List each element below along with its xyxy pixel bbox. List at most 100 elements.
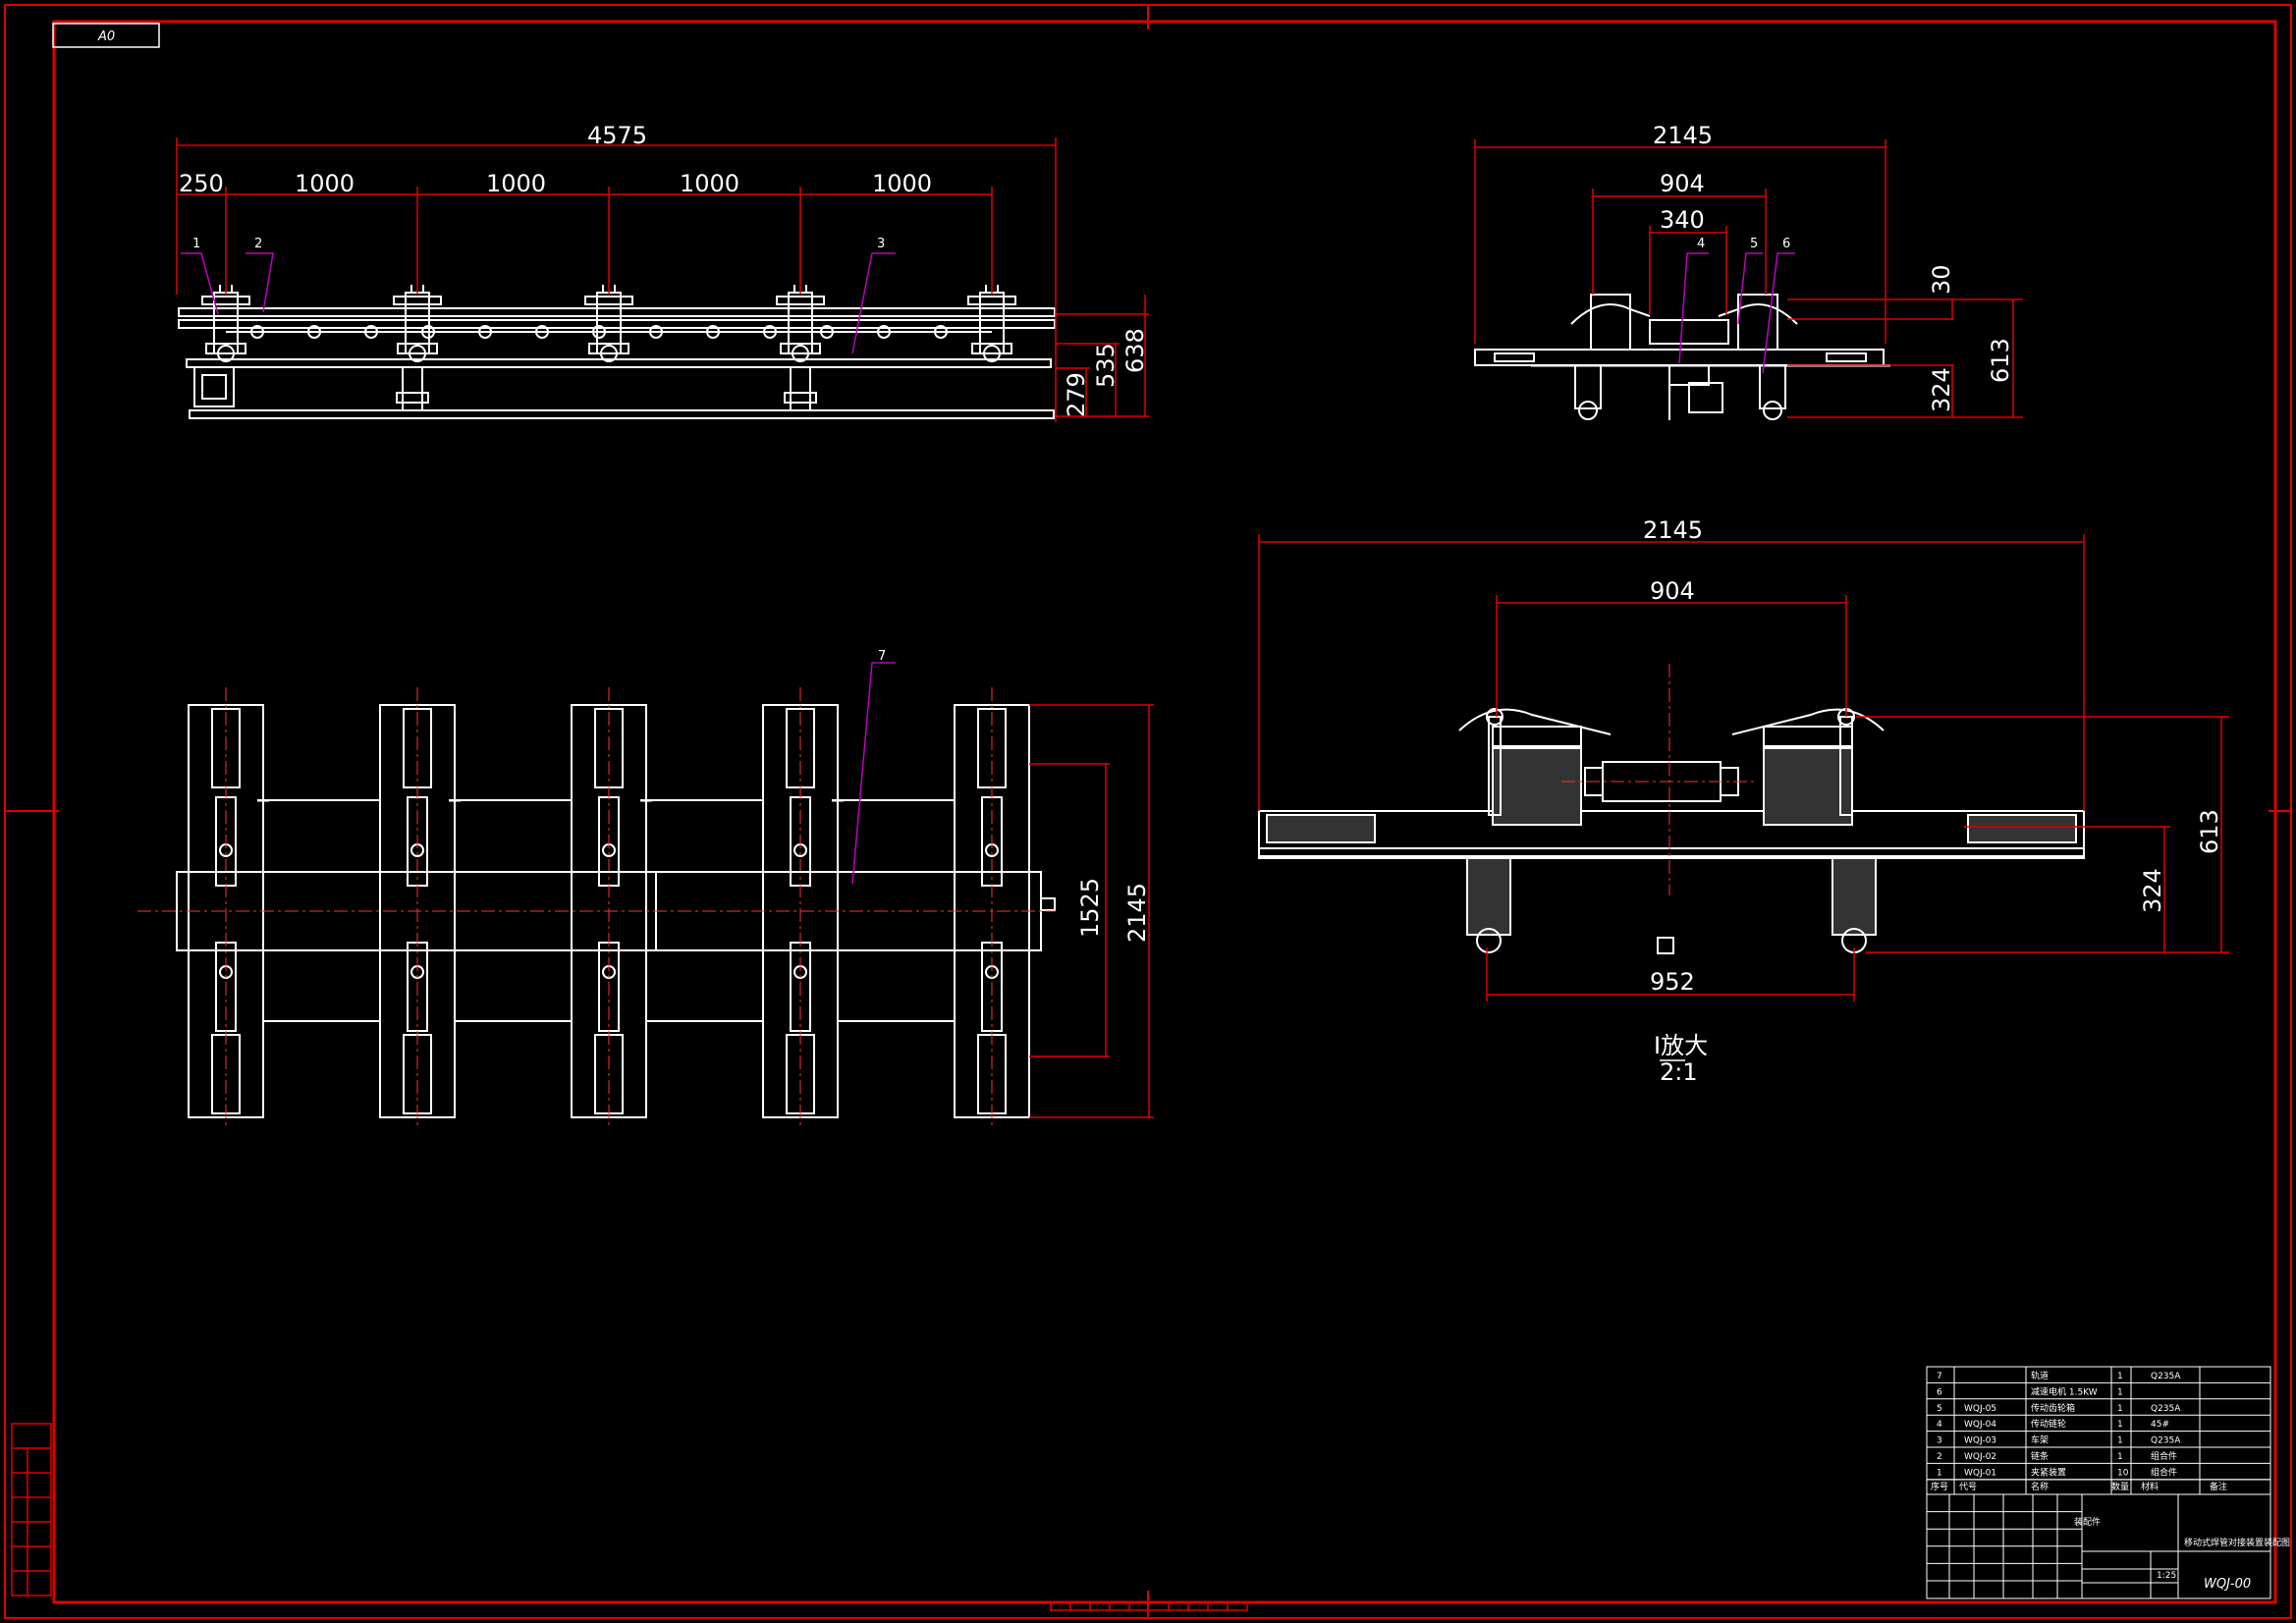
balloon-2: 2	[254, 237, 262, 251]
clamp-roller-3	[792, 345, 809, 362]
detail-track-base	[1258, 847, 2085, 859]
bom-cell-0-0: 7	[1937, 1372, 1942, 1381]
detail-label: I放大	[1654, 1032, 1708, 1059]
bom-cell-3-4: 45#	[2151, 1420, 2169, 1430]
clamp-base-0	[205, 343, 246, 354]
side-leg-r	[1759, 364, 1786, 409]
bom-cell-2-0: 5	[1937, 1404, 1942, 1414]
bom-cell-6-1: WQJ-01	[1964, 1468, 1996, 1478]
side-arm-l	[1570, 303, 1651, 325]
detail-hatch-block-l	[1492, 745, 1582, 826]
dim-detail-324: 324	[2139, 868, 2166, 913]
dim-side-30: 30	[1928, 264, 1955, 295]
bottom-ruler	[1050, 1601, 1248, 1611]
bom-cell-5-0: 2	[1937, 1452, 1942, 1462]
balloon-6: 6	[1782, 237, 1790, 251]
dim-side-340: 340	[1660, 206, 1705, 234]
leader-5	[1737, 252, 1763, 325]
detail-pipe-end-l	[1584, 767, 1604, 796]
clamp-cap-3	[776, 296, 825, 305]
dim-top-2145: 2145	[1123, 883, 1151, 943]
format-label: A0	[97, 29, 115, 44]
support-leg-1	[790, 366, 811, 411]
bom-cell-5-2: 链条	[2031, 1450, 2049, 1462]
bom-cell-4-2: 车架	[2031, 1434, 2049, 1446]
bom-header-name: 名称	[2031, 1481, 2049, 1492]
side-slot-l	[1494, 352, 1535, 362]
base-rail	[189, 409, 1055, 419]
detail-marker	[1657, 937, 1674, 954]
side-drive	[1649, 319, 1729, 345]
bom-cell-6-3: 10	[2117, 1468, 2129, 1478]
balloon-4: 4	[1697, 237, 1705, 251]
bom-cell-3-2: 传动链轮	[2031, 1418, 2066, 1430]
dim-1000-c: 1000	[680, 170, 739, 197]
title-assembly: 装配件	[2074, 1516, 2101, 1528]
bom-cell-4-3: 1	[2117, 1436, 2123, 1446]
side-arm-r	[1718, 303, 1798, 325]
detail-wheel-l	[1476, 928, 1502, 953]
clamp-roller-0	[217, 345, 235, 362]
dim-side-904: 904	[1660, 170, 1705, 197]
balloon-7: 7	[878, 649, 886, 664]
detail-hatch-l	[1266, 814, 1376, 843]
bom-cell-5-3: 1	[2117, 1452, 2123, 1462]
bom-cell-0-4: Q235A	[2151, 1372, 2181, 1381]
bom-cell-1-3: 1	[2117, 1387, 2123, 1397]
bom-cell-6-4: 组合件	[2151, 1466, 2177, 1478]
dim-4575: 4575	[587, 122, 647, 149]
detail-scale: 2:1	[1660, 1058, 1698, 1086]
detail-block-top-l	[1492, 726, 1582, 749]
title-drawing-no: WQJ-00	[2204, 1577, 2251, 1592]
bom-cell-5-1: WQJ-02	[1964, 1452, 1996, 1462]
clamp-base-2	[588, 343, 629, 354]
balloon-1: 1	[192, 237, 200, 251]
clamp-roller-4	[983, 345, 1001, 362]
balloon-3: 3	[877, 237, 885, 251]
bom-cell-4-4: Q235A	[2151, 1436, 2181, 1446]
clamp-base-1	[397, 343, 438, 354]
bom-cell-4-1: WQJ-03	[1964, 1436, 1996, 1446]
leader-6	[1762, 252, 1795, 374]
motor-inner	[201, 374, 227, 400]
bom-cell-2-3: 1	[2117, 1404, 2123, 1414]
balloon-5: 5	[1750, 237, 1758, 251]
bom-cell-6-2: 夹紧装置	[2031, 1466, 2066, 1478]
dim-250: 250	[179, 170, 224, 197]
dim-535: 535	[1092, 343, 1120, 388]
front-view: 4575 250 1000 1000 1000 1000 279 535 638…	[176, 122, 1149, 422]
bom-header-qty: 数量	[2111, 1481, 2129, 1492]
bom-cell-3-1: WQJ-04	[1964, 1420, 1996, 1430]
bom-cell-1-0: 6	[1937, 1387, 1942, 1397]
side-leg-l	[1574, 364, 1602, 409]
bom-cell-4-0: 3	[1937, 1436, 1942, 1446]
bom-cell-1-2: 减速电机 1.5KW	[2031, 1385, 2098, 1397]
frame-beam	[186, 358, 1052, 368]
detail-leg-l	[1466, 857, 1511, 936]
motor-box	[193, 366, 235, 407]
bom-header-remark: 备注	[2210, 1481, 2227, 1492]
side-motor-box	[1688, 382, 1723, 413]
side-post-l	[1590, 294, 1631, 351]
dim-detail-613: 613	[2196, 809, 2223, 854]
detail-track	[1258, 810, 2085, 857]
bom-cell-0-3: 1	[2117, 1372, 2123, 1381]
clamp-base-4	[971, 343, 1012, 354]
left-revision-strip	[11, 1423, 52, 1596]
clamp-roller-2	[600, 345, 618, 362]
bom-cell-3-0: 4	[1937, 1420, 1942, 1430]
detail-leg-r	[1831, 857, 1877, 936]
dim-1000-a: 1000	[295, 170, 355, 197]
detail-view: 2145 904 952 324 613 I放大 2:1	[1258, 516, 2229, 1086]
bom-cell-6-0: 1	[1937, 1468, 1942, 1478]
leader-1	[181, 252, 219, 315]
dim-279: 279	[1063, 372, 1090, 417]
leader-3	[851, 252, 896, 354]
dim-detail-904: 904	[1650, 577, 1695, 605]
support-foot-1	[784, 392, 817, 404]
bom-header-no: 序号	[1931, 1481, 1948, 1492]
detail-arm-r	[1731, 708, 1885, 735]
dim-1000-b: 1000	[486, 170, 546, 197]
clamp-cap-1	[393, 296, 442, 305]
